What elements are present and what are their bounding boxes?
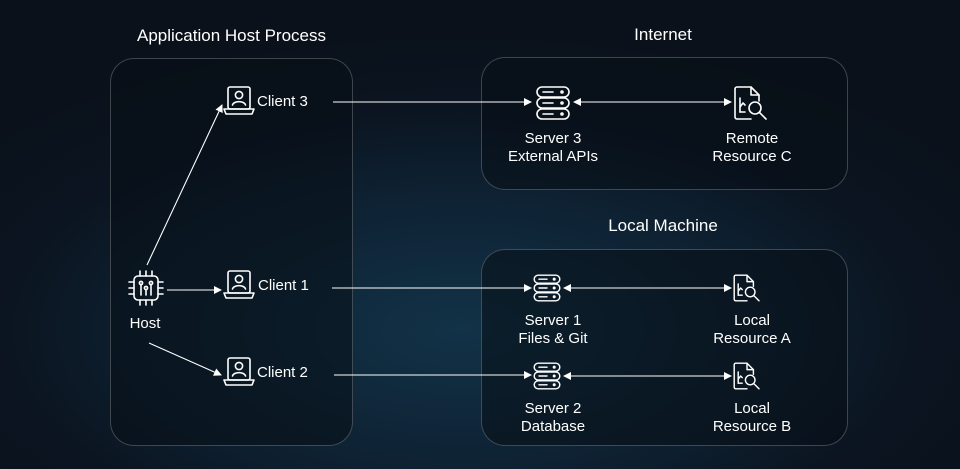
client2-label: Client 2 [257,364,308,381]
remote-resource-c-label: Remote Resource C [692,130,812,166]
server1-desc: Files & Git [518,330,588,347]
remote-c-line2: Resource C [712,148,792,165]
server3-label: Server 3 External APIs [493,130,613,166]
host-process-title: Application Host Process [137,26,326,45]
local-machine-box [481,249,848,446]
chip-icon [126,268,166,308]
local-a-line2: Resource A [713,330,791,347]
edge-host-client3 [146,104,223,266]
server2-name: Server 2 [524,400,582,417]
server2-desc: Database [520,418,586,435]
host-label: Host [129,315,161,332]
internet-box [481,57,848,190]
client3-label: Client 3 [257,93,308,110]
local-resource-a-label: Local Resource A [692,312,812,348]
server3-desc: External APIs [507,148,599,165]
server-icon [531,272,563,304]
document-search-icon [731,272,763,304]
server2-label: Server 2 Database [493,400,613,436]
server-icon [531,360,563,392]
local-machine-title: Local Machine [608,216,718,235]
remote-c-line1: Remote [725,130,779,147]
laptop-user-icon [221,355,257,391]
client1-label: Client 1 [258,277,309,294]
server1-label: Server 1 Files & Git [493,312,613,348]
internet-title: Internet [634,25,692,44]
document-search-icon [731,360,763,392]
laptop-user-icon [221,84,257,120]
local-b-line1: Local [734,400,770,417]
server1-name: Server 1 [524,312,582,329]
local-a-line1: Local [734,312,770,329]
local-b-line2: Resource B [712,418,792,435]
local-resource-b-label: Local Resource B [692,400,812,436]
host-process-box [110,58,353,446]
server-icon [533,83,573,123]
document-search-icon [731,83,771,123]
laptop-user-icon [221,268,257,304]
server3-name: Server 3 [524,130,582,147]
edge-host-client2 [148,342,222,376]
